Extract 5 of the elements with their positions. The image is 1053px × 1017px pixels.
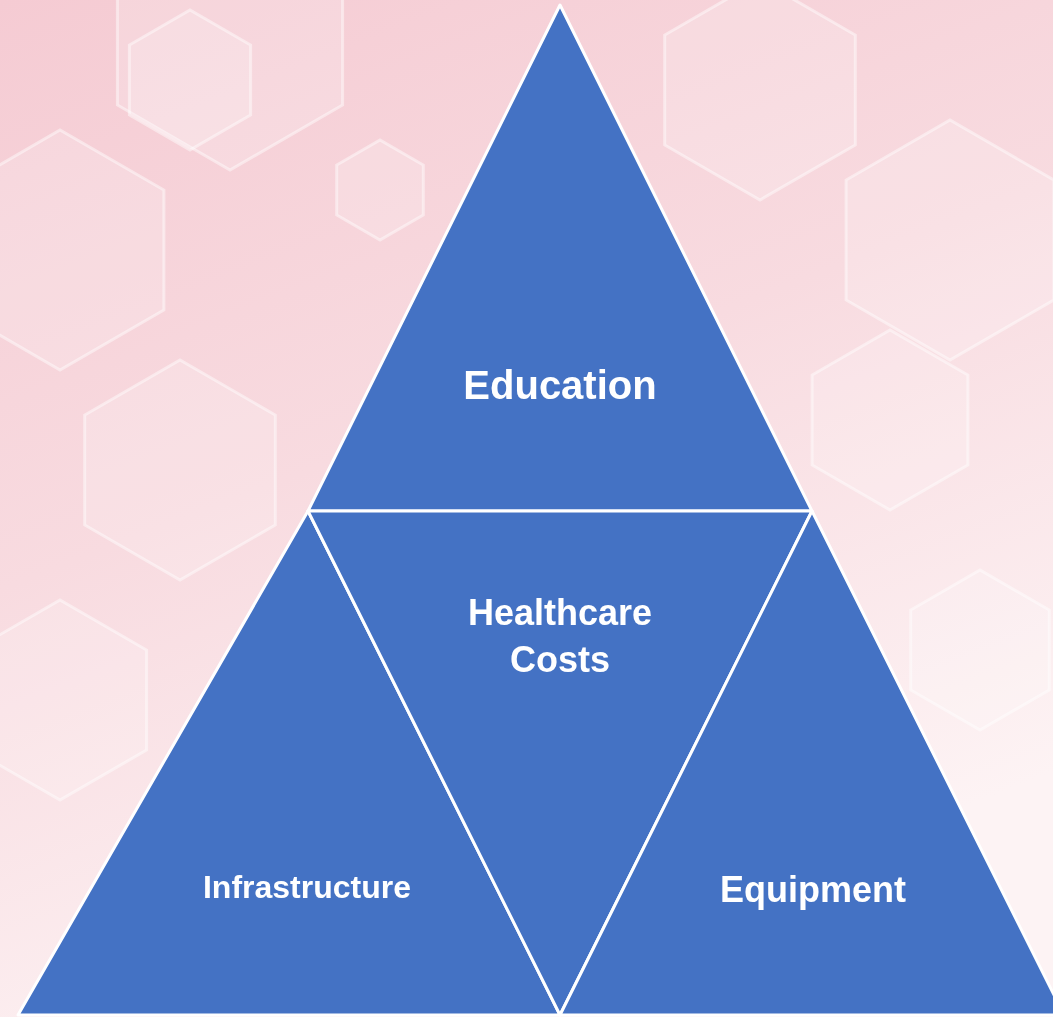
segment-label: Equipment [719, 867, 907, 912]
segment-label: Education [462, 362, 658, 409]
triangle-segment [308, 5, 812, 511]
segment-label: Healthcare Costs [466, 591, 654, 682]
segment-label: Infrastructure [201, 868, 412, 907]
